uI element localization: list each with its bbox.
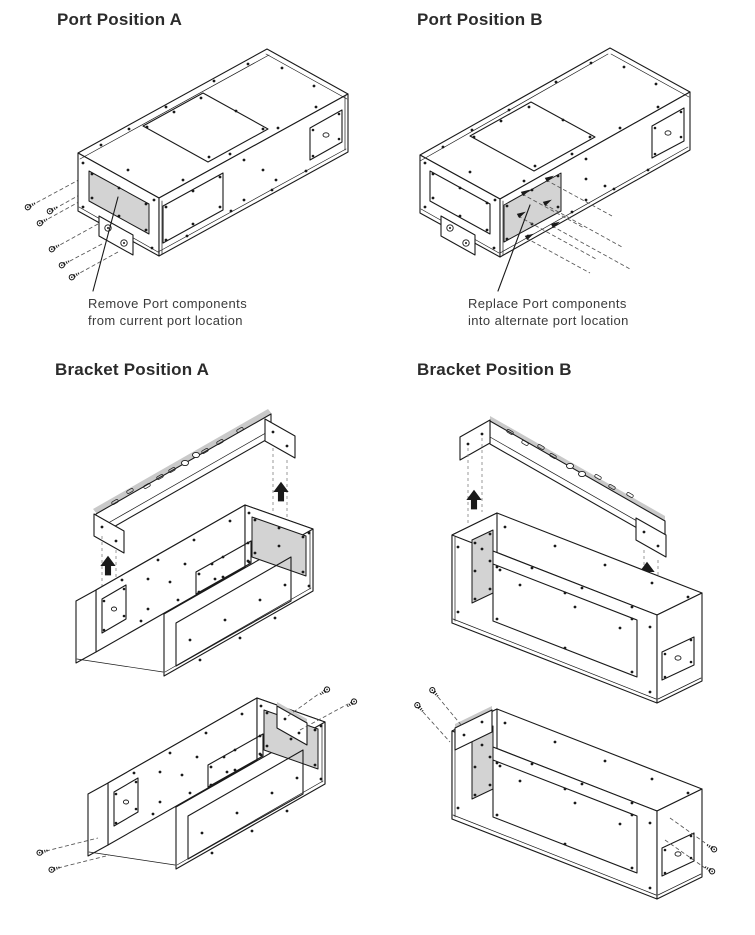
arrowhead-icon bbox=[542, 199, 552, 207]
port-a-caption-line2: from current port location bbox=[88, 313, 243, 328]
port-position-b-title: Port Position B bbox=[417, 10, 543, 29]
port-b-caption-line1: Replace Port components bbox=[468, 296, 627, 311]
screw-icon bbox=[318, 685, 332, 697]
enclosure-box-inverted bbox=[75, 504, 314, 677]
screw-icon bbox=[35, 847, 49, 857]
screw-icon bbox=[413, 700, 425, 714]
arrow-up-icon bbox=[100, 555, 116, 576]
bracket-a-lower-assembly bbox=[35, 685, 359, 874]
arrow-up-icon bbox=[466, 489, 482, 510]
screw-icon bbox=[703, 864, 717, 876]
arrowhead-icon bbox=[516, 211, 526, 219]
screw-icon bbox=[705, 842, 719, 854]
enclosure-box bbox=[419, 47, 691, 258]
screw-icon bbox=[57, 258, 71, 270]
bracket-position-a-diagram bbox=[35, 409, 359, 874]
screw-icon bbox=[345, 697, 359, 709]
arrowhead-icon bbox=[544, 175, 554, 183]
port-panel bbox=[471, 529, 494, 604]
arrowhead-icon bbox=[520, 189, 530, 197]
arrowhead-icon bbox=[524, 233, 534, 241]
screw-icon bbox=[23, 200, 37, 212]
attached-bracket-plate bbox=[276, 702, 308, 746]
bracket-position-b-title: Bracket Position B bbox=[417, 360, 572, 379]
bracket-position-a-title: Bracket Position A bbox=[55, 360, 210, 379]
port-position-a-diagram bbox=[23, 48, 349, 292]
port-bracket-plate bbox=[440, 215, 476, 256]
screw-icon bbox=[35, 216, 49, 228]
arrowhead-icon bbox=[550, 221, 560, 229]
insert-arrows-right bbox=[516, 175, 631, 274]
port-panel-a bbox=[88, 170, 150, 235]
screw-icon bbox=[47, 242, 61, 254]
bracket-position-b-diagram bbox=[413, 416, 719, 900]
port-panel-b bbox=[503, 172, 562, 243]
port-position-a-title: Port Position A bbox=[57, 10, 183, 29]
attached-bracket-plate bbox=[454, 706, 493, 751]
screw-icon bbox=[47, 864, 61, 874]
port-a-caption-line1: Remove Port components bbox=[88, 296, 248, 311]
port-b-caption-line2: into alternate port location bbox=[468, 313, 629, 328]
port-a-caption: Remove Port components from current port… bbox=[88, 295, 247, 329]
screw-icon bbox=[45, 204, 59, 216]
port-position-b-diagram bbox=[419, 47, 691, 292]
leader-line bbox=[497, 204, 531, 292]
arrow-up-icon bbox=[273, 481, 289, 502]
mounting-bracket-rail bbox=[459, 416, 667, 558]
leader-line bbox=[92, 196, 119, 292]
enclosure-box-inverted bbox=[451, 512, 703, 704]
port-b-caption: Replace Port components into alternate p… bbox=[468, 295, 629, 329]
bracket-b-lower-assembly bbox=[413, 685, 719, 900]
screw-icon bbox=[428, 685, 440, 699]
enclosure-box bbox=[77, 48, 349, 257]
mounting-bracket-rail bbox=[93, 409, 296, 554]
screw-icon bbox=[67, 270, 81, 282]
